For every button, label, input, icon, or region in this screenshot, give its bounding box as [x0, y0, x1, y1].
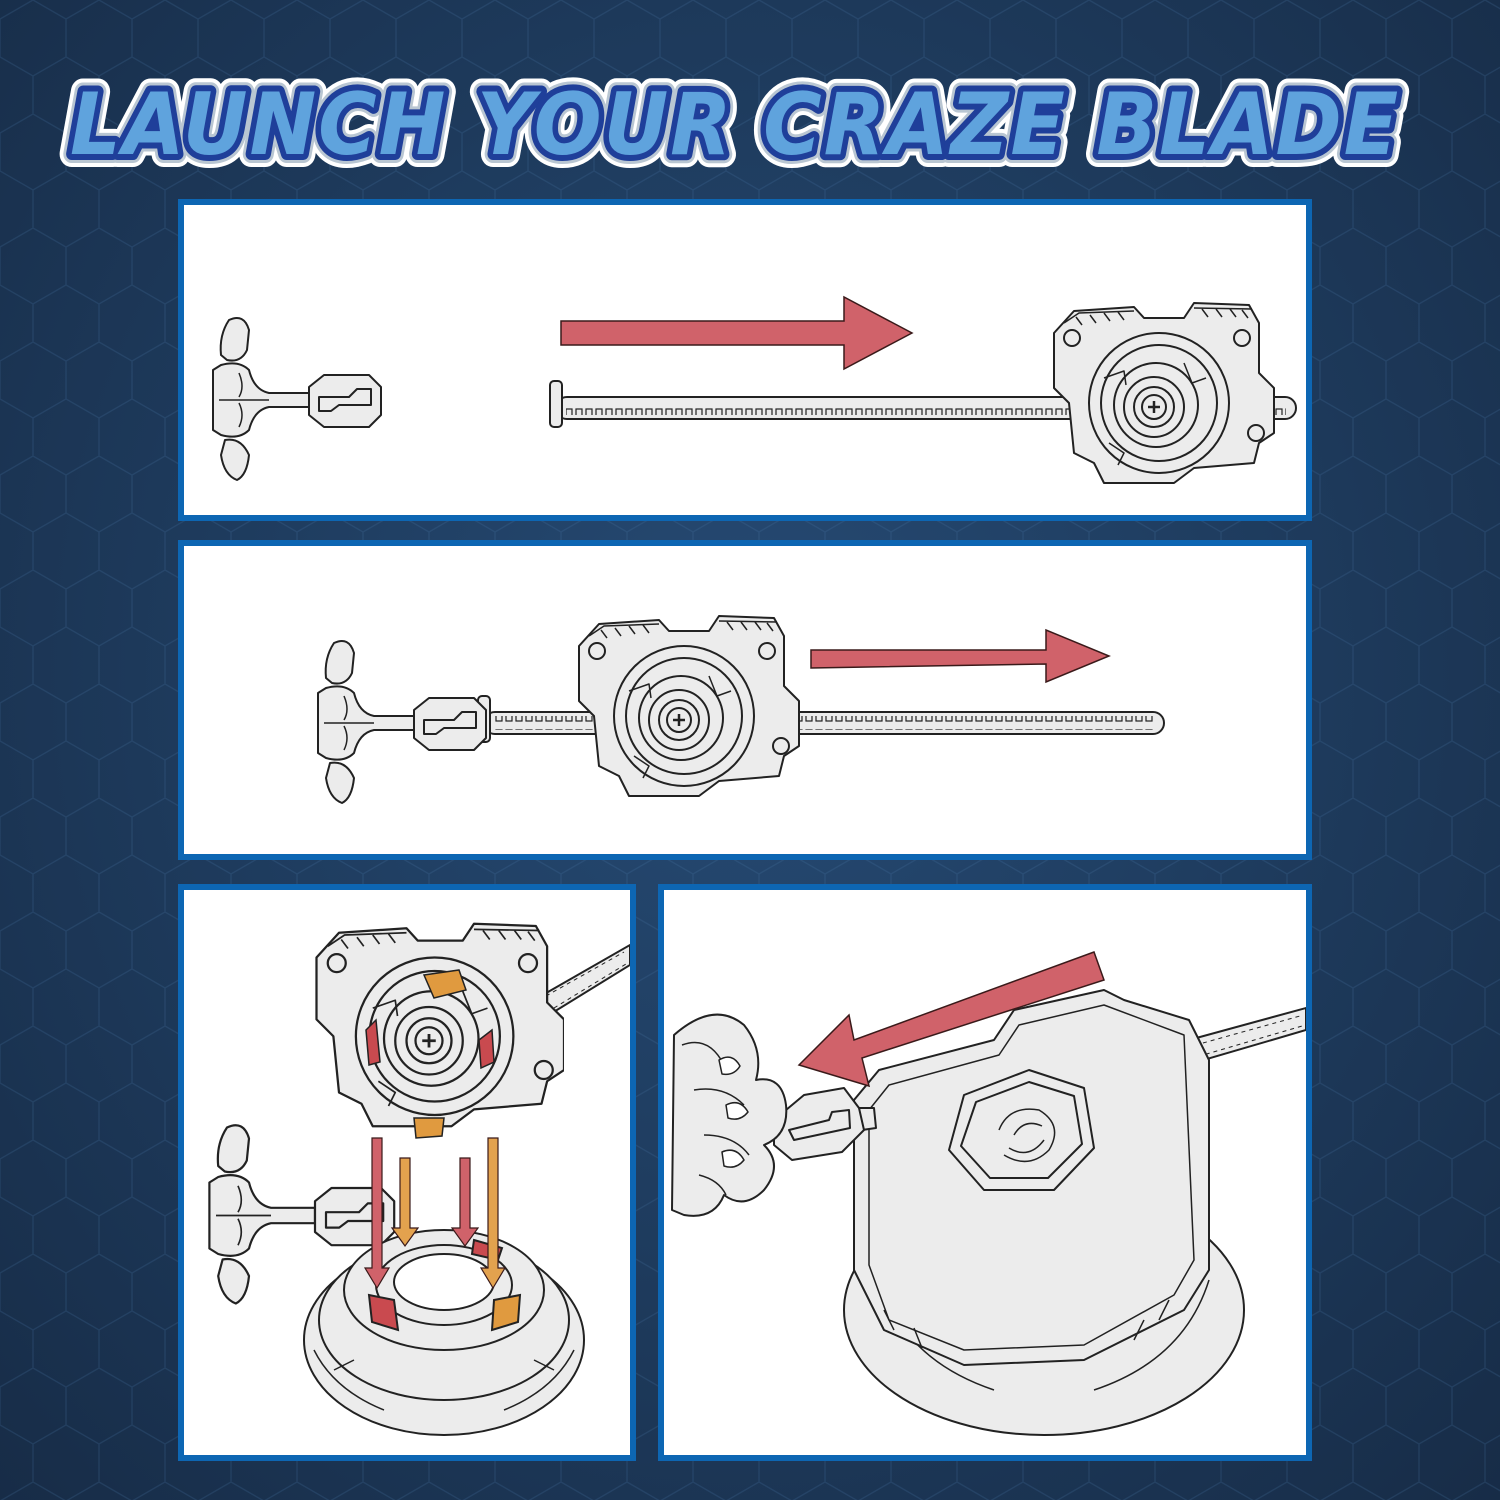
- step-4-panel: Pull the ripcord to launch: [658, 884, 1312, 1461]
- ripcord-handle-icon: [317, 639, 487, 804]
- arrow-left-down-icon: [797, 951, 1105, 1088]
- launcher-icon: [577, 614, 801, 798]
- spinning-top-icon: [303, 1229, 585, 1436]
- step-1-panel: Insert the ripcord into the launcher: [178, 199, 1312, 521]
- svg-text:LAUNCH YOUR CRAZE BLADE: LAUNCH YOUR CRAZE BLADE: [70, 75, 1400, 170]
- page-title: LAUNCH YOUR CRAZE BLADE LAUNCH YOUR CRAZ…: [55, 70, 1415, 170]
- step-2-panel: Ripcord fully inserted through launcher: [178, 540, 1312, 860]
- step-3-panel: Align the launcher prongs with the top a…: [178, 884, 636, 1461]
- launcher-icon: [1052, 301, 1276, 485]
- launcher-with-top-icon: [843, 989, 1245, 1436]
- svg-text:LAUNCH YOUR CRAZE BLADE: LAUNCH YOUR CRAZE BLADE: [70, 75, 1400, 170]
- title-lettering: LAUNCH YOUR CRAZE BLADE LAUNCH YOUR CRAZ…: [57, 70, 1411, 170]
- arrow-right-icon: [810, 628, 1111, 684]
- ripcord-handle-icon: [212, 316, 382, 481]
- svg-text:LAUNCH YOUR CRAZE BLADE: LAUNCH YOUR CRAZE BLADE: [70, 75, 1400, 170]
- launcher-icon: [315, 922, 564, 1128]
- hand-icon: [671, 1013, 788, 1217]
- launcher-prong-parts: [365, 969, 495, 1139]
- svg-text:LAUNCH YOUR CRAZE BLADE: LAUNCH YOUR CRAZE BLADE: [70, 75, 1400, 170]
- alignment-arrows: [363, 1137, 507, 1290]
- arrow-right-icon: [560, 295, 914, 371]
- ripcord-handle-icon: [773, 1087, 877, 1161]
